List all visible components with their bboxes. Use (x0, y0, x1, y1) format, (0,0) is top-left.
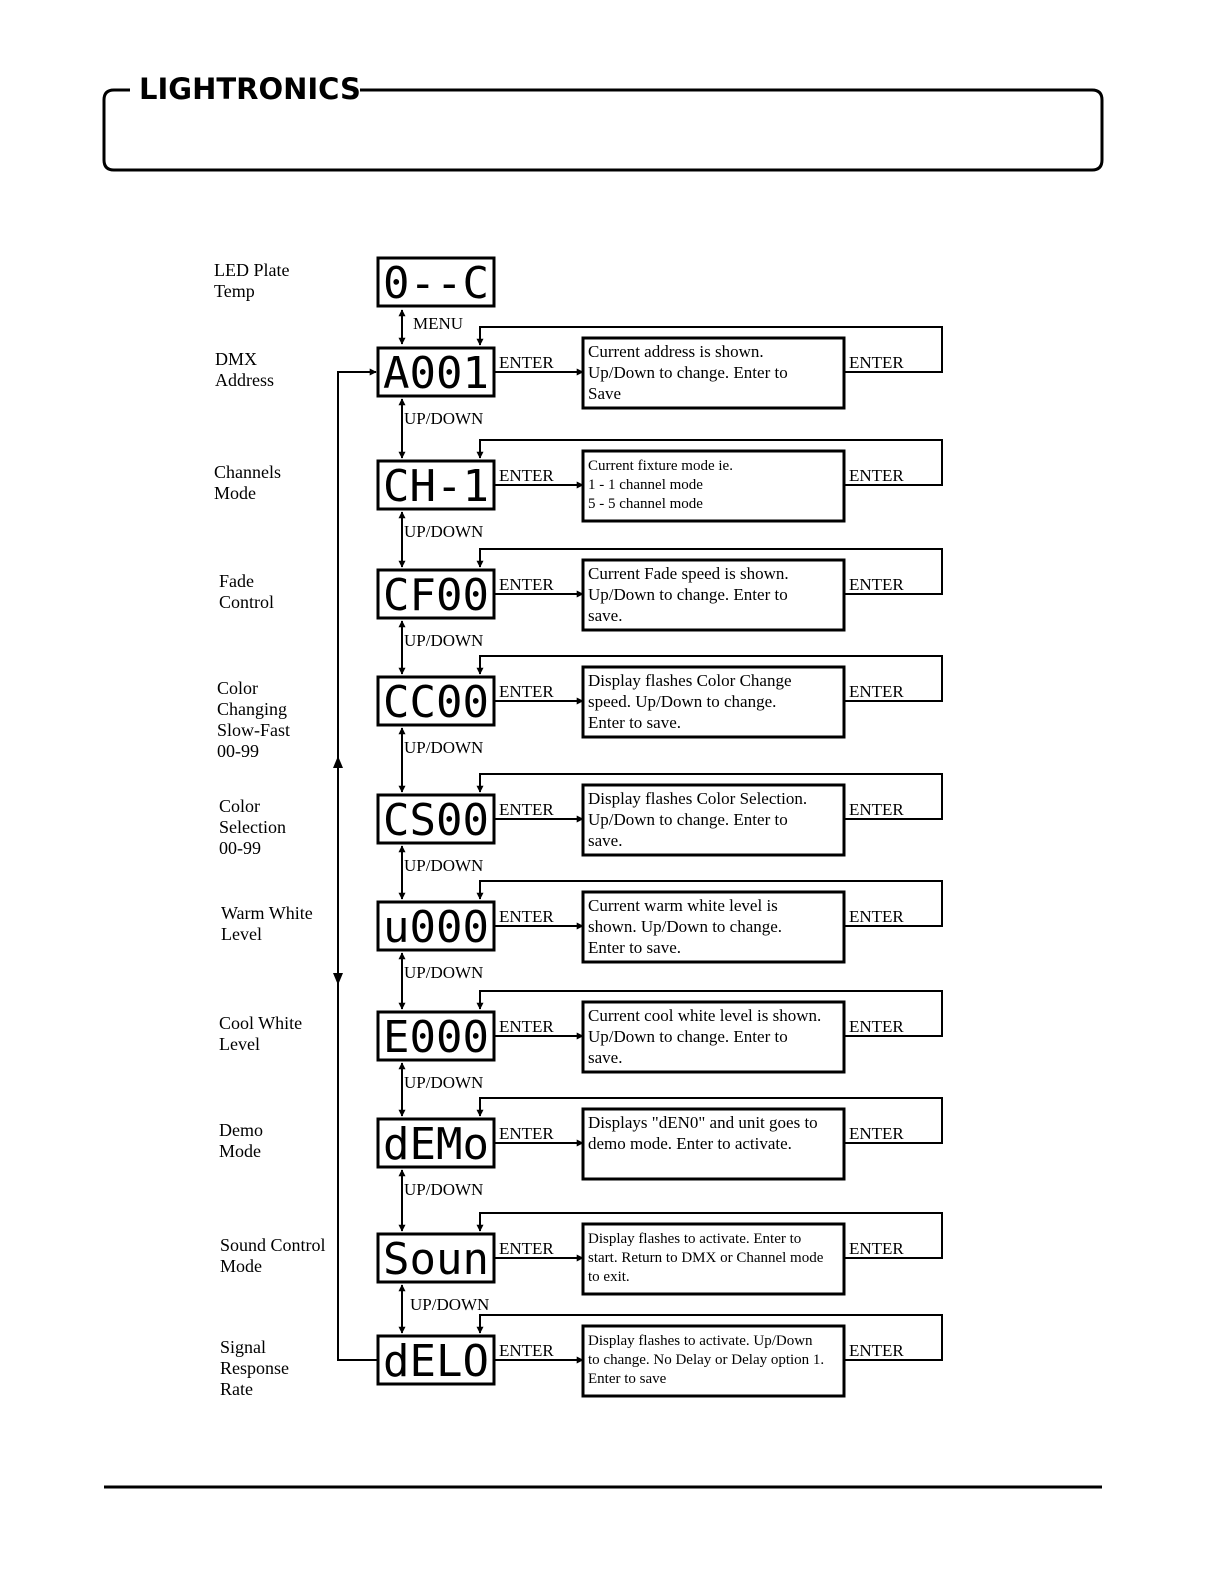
return-loop-arrow (476, 773, 943, 820)
led-display-readout: u000 (383, 902, 489, 953)
return-loop-arrow (476, 326, 943, 373)
updown-label: UP/DOWN (404, 522, 483, 541)
updown-label: UP/DOWN (404, 856, 483, 875)
description-text: Current fixture mode ie.1 - 1 channel mo… (588, 458, 733, 512)
page-header: LIGHTRONICS (102, 72, 1104, 172)
led-plate-temp-display-frame (376, 256, 496, 308)
enter-label: ENTER (849, 1017, 904, 1036)
enter-label: ENTER (499, 907, 554, 926)
led-display-readout: dEMo (383, 1119, 489, 1170)
enter-label: ENTER (849, 1239, 904, 1258)
enter-label: ENTER (499, 575, 554, 594)
updown-label: UP/DOWN (404, 631, 483, 650)
return-loop-arrow (476, 439, 943, 486)
return-loop-arrow (476, 1097, 943, 1144)
updown-label: UP/DOWN (404, 963, 483, 982)
description-text: Current address is shown.Up/Down to chan… (588, 342, 788, 403)
enter-label: ENTER (499, 800, 554, 819)
enter-label: ENTER (499, 1017, 554, 1036)
brand-logo: LIGHTRONICS (139, 72, 361, 106)
enter-label: ENTER (499, 682, 554, 701)
wraparound-down-arrowhead (333, 973, 343, 985)
menu-label: MENU (413, 314, 463, 333)
enter-label: ENTER (499, 1239, 554, 1258)
updown-label: UP/DOWN (404, 409, 483, 428)
led-display-readout: CC00 (383, 677, 489, 728)
wraparound-line (337, 368, 378, 1361)
description-text: Current Fade speed is shown.Up/Down to c… (588, 564, 789, 625)
updown-label: UP/DOWN (404, 1073, 483, 1092)
enter-label: ENTER (849, 682, 904, 701)
led-display-readout: Soun (383, 1234, 489, 1285)
enter-label: ENTER (849, 800, 904, 819)
updown-label: UP/DOWN (404, 738, 483, 757)
enter-label: ENTER (849, 466, 904, 485)
led-display-readout: CH-1 (383, 461, 489, 512)
enter-label: ENTER (499, 1124, 554, 1143)
enter-label: ENTER (499, 1341, 554, 1360)
led-display-readout: CF00 (383, 570, 489, 621)
enter-label: ENTER (849, 1124, 904, 1143)
header-frame (102, 88, 1104, 172)
enter-label: ENTER (849, 575, 904, 594)
return-loop-arrow (476, 990, 943, 1037)
description-text: Current cool white level is shown.Up/Dow… (588, 1006, 821, 1067)
led-plate-temp-display: 0--C (383, 258, 489, 309)
enter-label: ENTER (499, 466, 554, 485)
led-display-readout: A001 (383, 348, 489, 399)
return-loop-arrow (476, 655, 943, 702)
updown-label: UP/DOWN (404, 1180, 483, 1199)
updown-label: UP/DOWN (410, 1295, 489, 1314)
return-loop-arrow (476, 880, 943, 927)
return-loop-arrow (476, 548, 943, 595)
wraparound-up-arrowhead (333, 756, 343, 768)
enter-label: ENTER (849, 353, 904, 372)
enter-label: ENTER (499, 353, 554, 372)
enter-label: ENTER (849, 1341, 904, 1360)
enter-label: ENTER (849, 907, 904, 926)
description-text: Display flashes Color Selection.Up/Down … (588, 789, 807, 850)
return-loop-arrow (476, 1314, 943, 1361)
led-display-readout: CS00 (383, 795, 489, 846)
led-display-readout: E000 (383, 1012, 489, 1063)
led-display-readout: dELO (383, 1336, 489, 1387)
return-loop-arrow (476, 1212, 943, 1259)
